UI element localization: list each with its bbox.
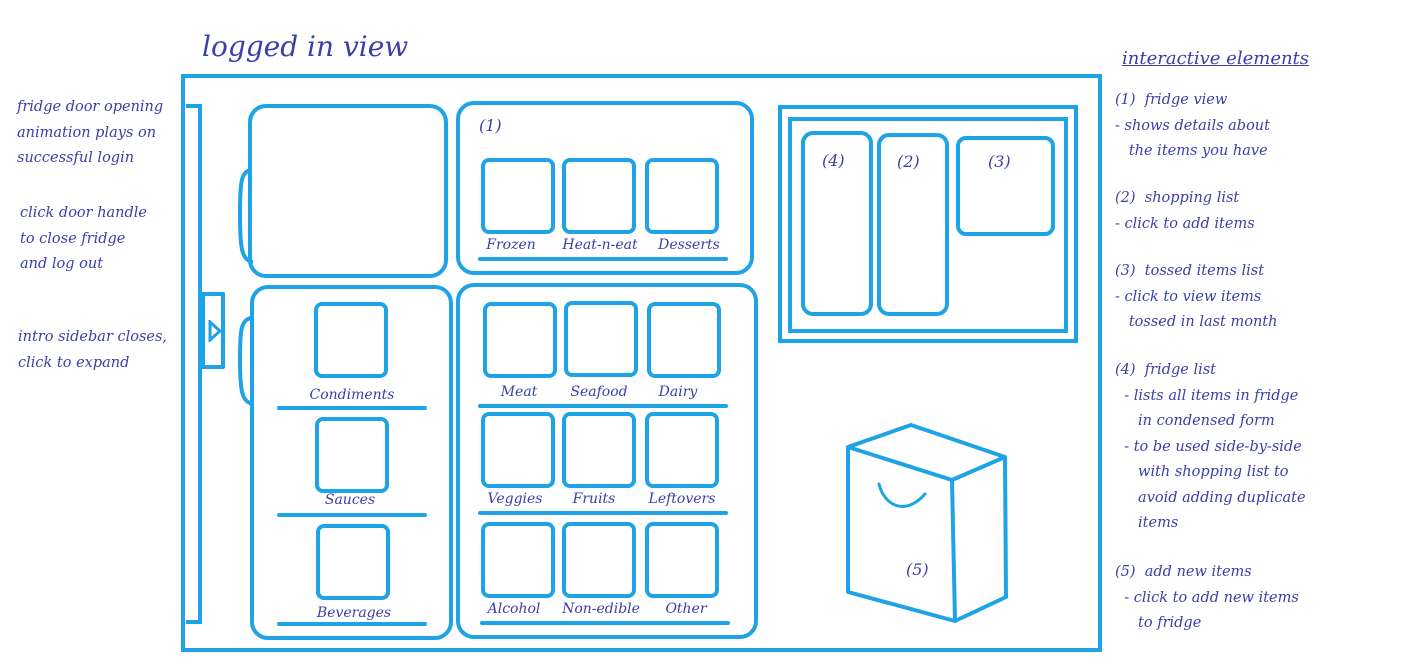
category-label: Alcohol [487, 601, 541, 617]
leftovers-bin[interactable] [645, 412, 719, 488]
note-door-handle: click door handle to close fridge and lo… [20, 205, 148, 272]
tossed-list-marker: (3) [988, 152, 1011, 171]
category-label: Seafood [570, 384, 628, 400]
condiments-bin[interactable] [314, 302, 388, 378]
seafood-bin[interactable] [564, 301, 638, 377]
freezer-marker: (1) [479, 116, 502, 135]
fruits-bin[interactable] [562, 412, 636, 488]
other-bin[interactable] [645, 522, 719, 598]
veggies-bin[interactable] [481, 412, 555, 488]
sauces-bin[interactable] [315, 417, 389, 493]
shopping-list-marker: (2) [897, 152, 920, 171]
note-door-animation: fridge door opening animation plays on s… [17, 99, 164, 166]
note-sidebar: intro sidebar closes, click to expand [18, 329, 168, 371]
dairy-bin[interactable] [647, 302, 721, 378]
side-note-add-items: (5) add new items - click to add new ite… [1115, 564, 1299, 631]
expand-arrow-icon [208, 320, 223, 342]
alcohol-bin[interactable] [481, 522, 555, 598]
side-note-tossed-list: (3) tossed items list - click to view it… [1115, 263, 1278, 330]
tossed-list-panel[interactable] [956, 136, 1055, 236]
category-label: Dairy [658, 384, 698, 400]
category-label: Veggies [487, 491, 543, 507]
category-label: Desserts [658, 237, 720, 253]
fridge-door[interactable] [250, 285, 453, 640]
non-edible-bin[interactable] [562, 522, 636, 598]
door-shelf-label: Condiments [309, 387, 395, 403]
meat-bin[interactable] [483, 302, 557, 378]
shelf-line [478, 511, 728, 515]
freezer-door[interactable] [248, 104, 448, 278]
shelf-line [478, 404, 728, 408]
category-label: Other [665, 601, 707, 617]
side-note-fridge-list: (4) fridge list - lists all items in fri… [1115, 362, 1306, 531]
beverages-bin[interactable] [316, 524, 390, 600]
bag-marker: (5) [906, 560, 929, 579]
lists-panel [778, 105, 1078, 343]
sidebar-expand-tab[interactable] [201, 292, 225, 369]
app-frame [181, 74, 1102, 652]
freezer-compartment[interactable] [456, 101, 754, 275]
shopping-list-panel[interactable] [877, 133, 949, 316]
side-note-shopping-list: (2) shopping list - click to add items [1115, 190, 1255, 232]
category-label: Leftovers [648, 491, 716, 507]
category-label: Fruits [572, 491, 616, 507]
door-shelf-label: Sauces [324, 492, 376, 508]
lists-panel-inner [788, 117, 1068, 333]
side-note-fridge-view: (1) fridge view - shows details about th… [1115, 92, 1270, 159]
page-title: logged in view [202, 30, 409, 63]
category-label: Non-edible [562, 601, 640, 617]
category-label: Heat-n-eat [562, 237, 638, 253]
fridge-list-panel[interactable] [801, 131, 873, 316]
shelf-line [277, 406, 427, 410]
category-label: Meat [500, 384, 538, 400]
shelf-line [478, 257, 728, 261]
shelf-line [480, 621, 730, 625]
door-shelf-label: Beverages [316, 605, 392, 621]
frozen-bin[interactable] [481, 158, 555, 234]
main-compartment[interactable] [456, 283, 758, 639]
fridge-list-marker: (4) [822, 151, 845, 170]
shelf-line [277, 513, 427, 517]
desserts-bin[interactable] [645, 158, 719, 234]
side-heading: interactive elements [1122, 48, 1310, 69]
heat-n-eat-bin[interactable] [562, 158, 636, 234]
shelf-line [277, 622, 427, 626]
category-label: Frozen [486, 237, 536, 253]
